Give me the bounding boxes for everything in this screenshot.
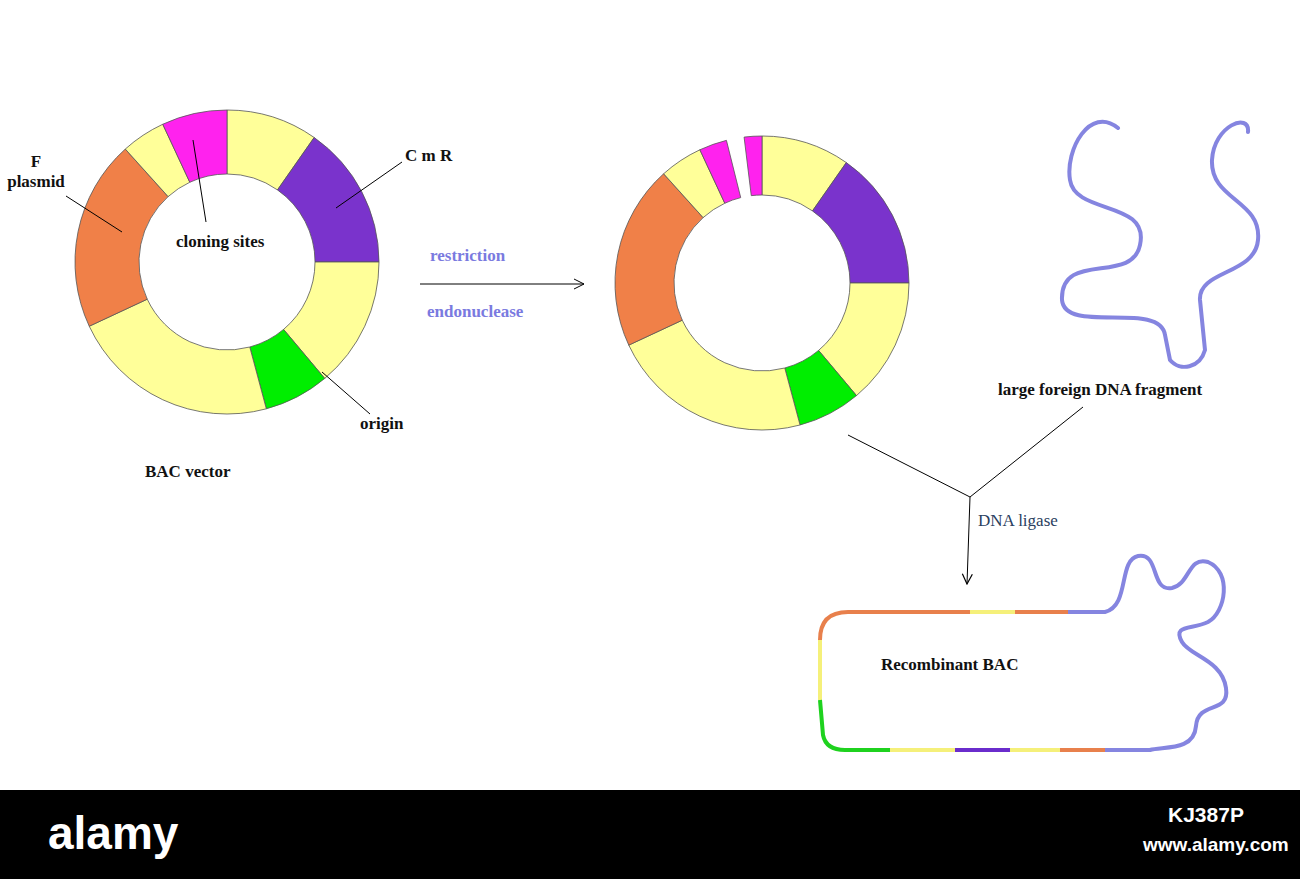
node-label: large foreign DNA fragment [998, 380, 1202, 400]
merge-line [848, 435, 970, 497]
leader-lines [66, 140, 402, 414]
foreign-dna-strand [1062, 122, 1258, 367]
watermark-bar [0, 790, 1300, 879]
foreign-dna-fragment: large foreign DNA fragment [990, 376, 1290, 404]
ring-segment [89, 299, 266, 414]
part-name: cloning sites [176, 232, 264, 252]
watermark: www.alamy.com [1143, 834, 1289, 856]
cut-vector-ring [615, 136, 909, 430]
ring-segment [163, 110, 227, 182]
ring-segment [277, 137, 379, 262]
watermark: alamy [48, 806, 178, 860]
node-label: Recombinant BAC [881, 655, 1018, 675]
arrow-label: endonuclease [427, 302, 523, 322]
connector [967, 407, 1083, 584]
restriction-arrow [420, 279, 584, 289]
ring-segment [629, 320, 800, 430]
plasmid-rings [75, 110, 909, 430]
recombinant-bac: Recombinant BAC [815, 586, 1245, 786]
recombinant-loop [820, 556, 1226, 750]
watermark: KJ387P [1168, 803, 1244, 827]
arrow-label: restriction [430, 246, 505, 266]
node-label: BAC vector [145, 462, 230, 482]
part-name: C m R [405, 146, 452, 166]
part-name: origin [360, 414, 403, 434]
edge-label: DNA ligase [976, 511, 1060, 531]
ring-segment [700, 140, 741, 203]
part-name: F plasmid [4, 152, 68, 192]
bac-vector-ring [75, 110, 379, 414]
bac-vector: BAC vector [75, 105, 380, 490]
ring-segment [812, 163, 909, 283]
ring-segment [744, 136, 762, 196]
